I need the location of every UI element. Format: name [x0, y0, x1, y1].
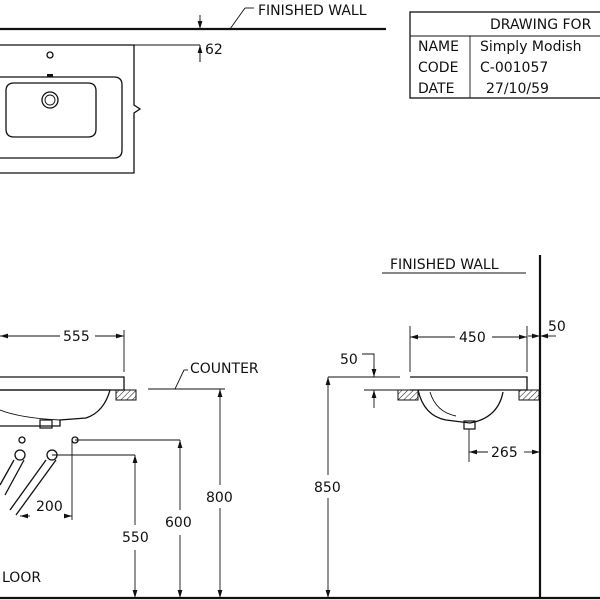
side-finished-wall-label: FINISHED WALL: [390, 257, 499, 273]
front-waste-outlet: [39, 419, 53, 429]
plan-finished-wall-label: FINISHED WALL: [258, 3, 367, 19]
front-floor-label: LOOR: [2, 570, 41, 586]
side-dimension-wall-50: 50: [548, 319, 566, 335]
title-block-name-value: Simply Modish: [480, 39, 582, 55]
side-waste-outlet: [463, 420, 476, 430]
plan-tap-hole: [46, 51, 54, 59]
front-counter-label: COUNTER: [190, 361, 259, 377]
front-dimension-555: 555: [63, 329, 90, 345]
front-dimension-800: 800: [206, 490, 233, 506]
plan-drain: [41, 91, 59, 109]
title-block-header: DRAWING FOR: [490, 17, 592, 33]
plan-dimension-62: 62: [205, 42, 223, 58]
front-elevation: LOOR 555 COUNTER 200 550: [0, 329, 600, 600]
title-block-date-key: DATE: [418, 81, 454, 97]
plan-view: FINISHED WALL 62: [0, 3, 386, 174]
title-block-name-key: NAME: [418, 39, 459, 55]
title-block: DRAWING FOR NAME Simply Modish CODE C-00…: [409, 11, 600, 99]
title-block-code-value: C-001057: [480, 60, 548, 76]
front-basin-body: [0, 389, 111, 427]
side-basin-body: [417, 389, 504, 424]
side-counter-hatch-front: [397, 389, 419, 401]
title-block-code-key: CODE: [418, 60, 458, 76]
side-dimension-rim-50: 50: [340, 352, 358, 368]
front-dimension-200: 200: [36, 499, 63, 515]
plan-basin-outer: [0, 76, 123, 159]
front-counter-top: [0, 376, 125, 391]
side-elevation: FINISHED WALL 50 450 50 850 265: [314, 255, 566, 598]
side-basin-rim: [410, 376, 528, 391]
front-dimension-550: 550: [122, 530, 149, 546]
side-dimension-850: 850: [314, 480, 341, 496]
front-trap-left: [14, 449, 26, 461]
front-dimension-600: 600: [165, 515, 192, 531]
plan-counter-outline: [0, 44, 142, 174]
side-dimension-450: 450: [459, 330, 486, 346]
title-block-date-value: 27/10/59: [486, 81, 549, 97]
side-counter-hatch-back: [518, 389, 540, 401]
front-valve-left: [18, 436, 26, 444]
plan-basin-bowl: [5, 82, 97, 138]
front-counter-hatch: [115, 389, 137, 401]
plan-overflow: [47, 74, 53, 77]
side-dimension-265: 265: [491, 445, 518, 461]
